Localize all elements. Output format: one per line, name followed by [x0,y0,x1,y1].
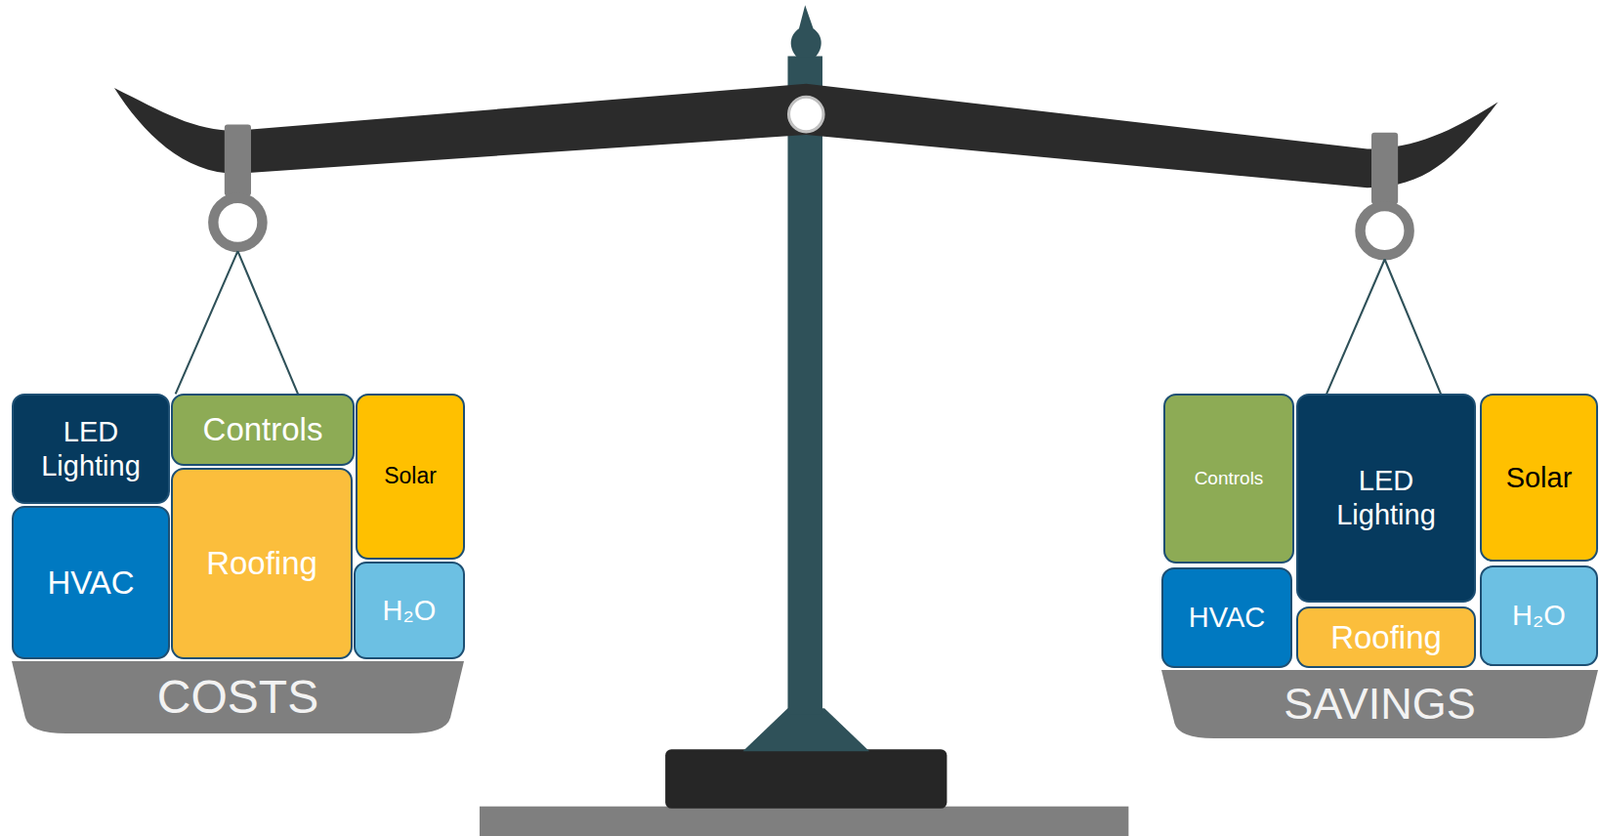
savings-block: Roofing [1296,606,1476,669]
finial [791,4,822,57]
hanger-ring [212,198,262,248]
block-label: Controls [1194,467,1264,491]
savings-block: Solar [1479,393,1599,562]
pan-string [1326,258,1441,394]
block-label: Roofing [206,544,318,584]
savings-block: Controls [1163,393,1295,564]
hanger-ring [1360,206,1410,255]
post [787,55,823,715]
cost-block: Controls [170,393,355,466]
scale-pan: COSTS [11,661,464,734]
pan-fill [1161,670,1599,739]
block-label: Roofing [1330,618,1442,658]
beam [114,84,1499,189]
cost-block: HVAC [11,505,170,660]
block-label: LED Lighting [27,415,155,484]
hanger [1371,132,1398,205]
savings-block: HVAC [1161,567,1293,669]
scale-pan: SAVINGS [1161,670,1599,739]
cost-block: Roofing [170,467,353,660]
pan-fill [11,661,464,734]
pan-string [175,251,298,394]
block-label: Controls [203,410,324,450]
block-label: HVAC [1188,600,1265,635]
cost-block: H₂O [353,561,465,660]
pan-label: COSTS [157,669,319,726]
pivot [789,96,825,132]
block-label: Solar [1506,461,1573,496]
block-label: H₂O [382,593,437,629]
post-foot [743,708,871,752]
base-block [665,749,947,809]
savings-block: LED Lighting [1296,393,1476,603]
cost-block: Solar [355,393,465,560]
savings-block: H₂O [1479,565,1599,667]
base-bar [479,806,1129,836]
block-label: LED Lighting [1322,463,1450,533]
cost-block: LED Lighting [11,393,170,505]
block-label: Solar [383,463,437,491]
hanger [224,125,252,197]
block-label: HVAC [46,563,134,603]
block-label: H₂O [1512,598,1566,633]
pan-label: SAVINGS [1283,677,1476,731]
